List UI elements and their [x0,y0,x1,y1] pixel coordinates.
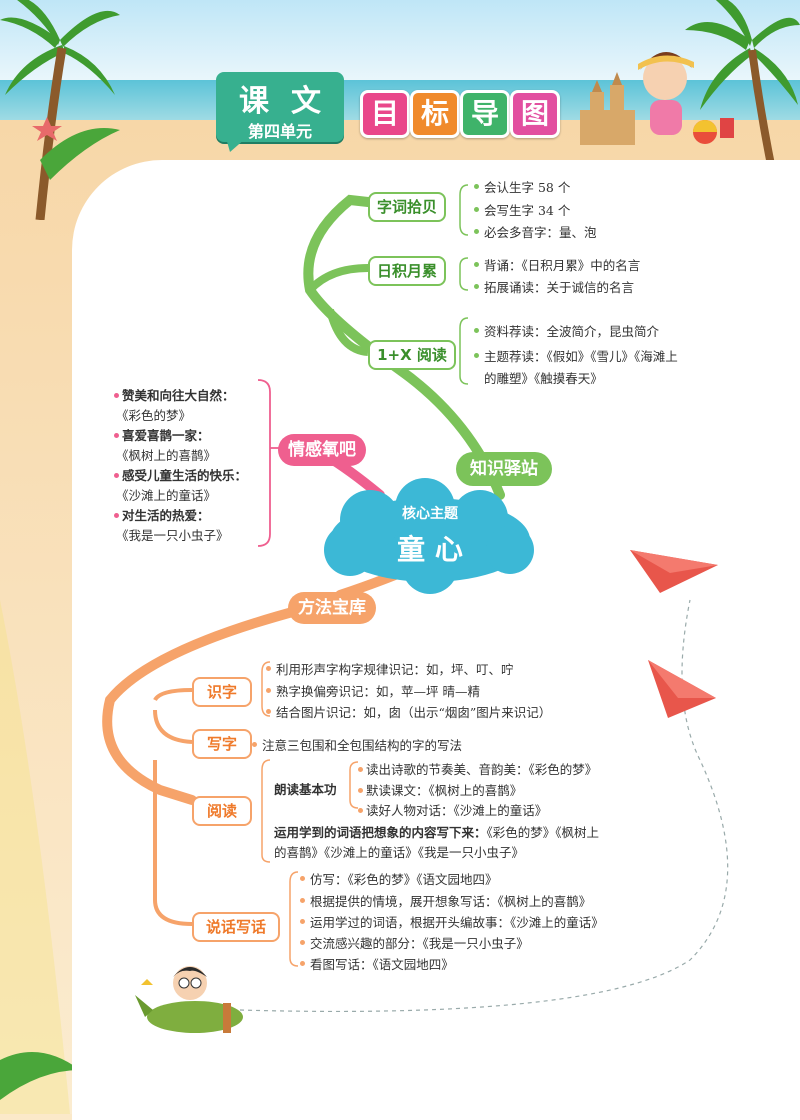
emotion-item-2-head: 喜爱喜鹊一家： [122,428,210,443]
pill-shizi: 识字 [192,677,252,707]
bullet-dot [114,473,119,478]
bullet-dot [474,353,479,358]
bullet-dot [114,433,119,438]
yuedu-sub-item-1: 读出诗歌的节奏美、音韵美：《彩色的梦》 [366,762,598,777]
core-theme-cloud [324,478,534,594]
palm-leaf-bottom-icon [0,1052,80,1100]
banner-tail-icon [226,138,246,152]
yuedu-line-2: 的喜鹊》《沙滩上的童话》《我是一只小虫子》 [274,845,525,860]
shuohua-item-5: 看图写话：《语文园地四》 [310,957,454,972]
branch-method: 方法宝库 [288,592,376,624]
core-theme-label: 核心主题 [402,506,458,522]
shizi-item-1: 利用形声字构字规律识记：如，坪、叮、咛 [276,662,514,677]
palm-leaf-icon [40,128,120,180]
bullet-dot [266,666,271,671]
yuedu-sub-label: 朗读基本功 [274,782,337,797]
pill-yuedu: 阅读 [192,796,252,826]
emotion-item-4-book: 《我是一只小虫子》 [116,528,229,543]
emotion-item-2-book: 《枫树上的喜鹊》 [116,448,217,463]
bullet-dot [358,788,363,793]
reading-item-2: 主题荐读：《假如》《雪儿》《海滩上 [484,349,678,364]
emotion-item-3-book: 《沙滩上的童话》 [116,488,217,503]
emotion-item-3-head: 感受儿童生活的快乐： [122,468,248,483]
bullet-dot [266,709,271,714]
paper-plane-small-icon [648,660,716,718]
shizi-item-2: 熟字换偏旁识记：如，苹—坪 晴—精 [276,684,480,699]
boy-on-plane-icon [135,966,243,1033]
bullet-dot [266,688,271,693]
xiezi-text: 注意三包围和全包围结构的字的写法 [262,738,463,753]
unit-label: 第四单元 [247,122,312,141]
bullet-dot [474,229,479,234]
bullet-dot [474,184,479,189]
zici-item-1: 会认生字 58 个 [484,180,571,195]
zici-item-2: 会写生字 34 个 [484,203,571,218]
bullet-dot [300,961,305,966]
bullet-dot [474,328,479,333]
bullet-dot [252,742,257,747]
pill-xiezi: 写字 [192,729,252,759]
pill-zici: 字词拾贝 [368,192,446,222]
banner-title-box: 课文 第四单元 [216,72,344,142]
bullet-dot [300,940,305,945]
bullet-dot [114,513,119,518]
yuedu-line-1: 运用学到的词语把想象的内容写下来：《彩色的梦》《枫树上 [274,825,600,840]
shuohua-item-3: 运用学过的词语，根据开头编故事：《沙滩上的童话》 [310,915,604,930]
shuohua-item-2: 根据提供的情境，展开想象写话：《枫树上的喜鹊》 [310,894,592,909]
subtitle-char-2: 标 [410,90,460,138]
branch-emotion: 情感氧吧 [278,434,366,466]
bullet-dot [300,876,305,881]
emotion-item-1-book: 《彩色的梦》 [116,408,192,423]
shuohua-item-1: 仿写：《彩色的梦》《语文园地四》 [310,872,498,887]
beach-girl-icon [580,51,734,145]
bullet-dot [300,898,305,903]
starfish-icon [32,117,62,141]
reading-item-3: 的雕塑》《触摸春天》 [484,371,603,386]
emotion-item-4-head: 对生活的热爱： [122,508,210,523]
bullet-dot [358,808,363,813]
yuedu-sub-item-3: 读好人物对话：《沙滩上的童话》 [366,803,548,818]
bullet-dot [474,284,479,289]
yuedu-sub-item-2: 默读课文：《枫树上的喜鹊》 [366,783,523,798]
pill-reading: 1+X 阅读 [368,340,456,370]
reading-item-1: 资料荐读：全波简介，昆虫简介 [484,324,660,339]
bullet-dot [300,919,305,924]
pill-rijiyuelei: 日积月累 [368,256,446,286]
rijiyuelei-item-2: 拓展诵读：关于诚信的名言 [484,280,635,295]
branch-knowledge: 知识驿站 [456,452,552,486]
shizi-item-3: 结合图片识记：如，囱（出示“烟囱”图片来识记） [276,705,552,720]
bullet-dot [114,393,119,398]
subtitle-char-4: 图 [510,90,560,138]
shuohua-item-4: 交流感兴趣的部分：《我是一只小虫子》 [310,936,529,951]
emotion-item-1-head: 赞美和向往大自然： [122,388,235,403]
bullet-dot [474,207,479,212]
pill-shuohua: 说话写话 [192,912,280,942]
bullet-dot [474,262,479,267]
core-theme-title: 童 心 [397,533,463,566]
zici-item-3: 必会多音字：量、泡 [484,225,597,240]
palm-tree-right-icon [685,0,800,170]
bullet-dot [358,767,363,772]
banner-title: 课文 [239,84,343,119]
paper-plane-icon [630,550,718,593]
rijiyuelei-item-1: 背诵：《日积月累》中的名言 [484,258,641,273]
subtitle-char-1: 目 [360,90,410,138]
subtitle-char-3: 导 [460,90,510,138]
